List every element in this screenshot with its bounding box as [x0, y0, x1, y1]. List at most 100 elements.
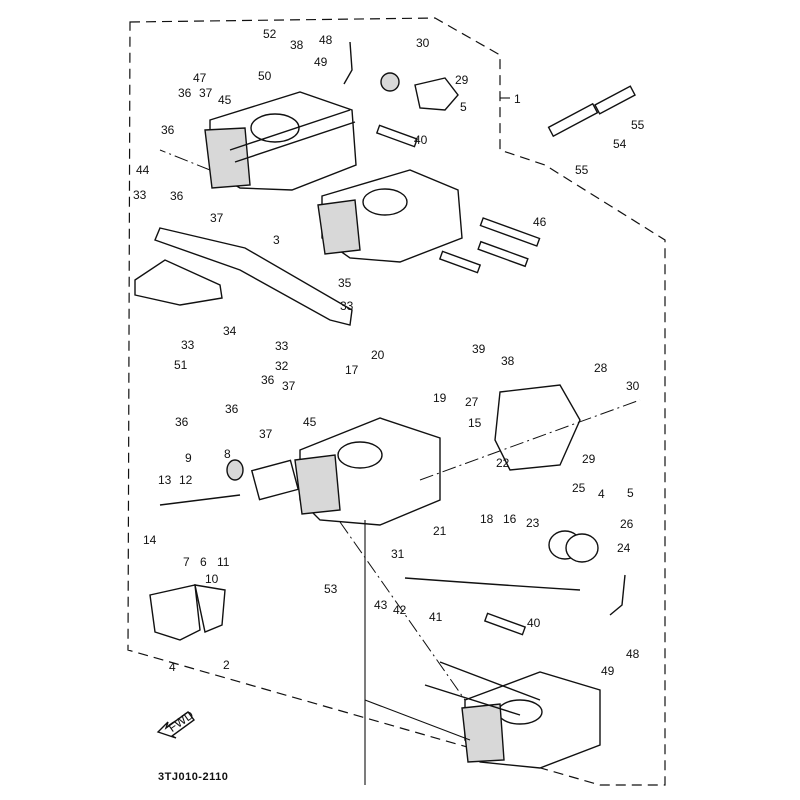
carburetor-upper-left — [204, 91, 357, 191]
callout-29: 29 — [455, 73, 469, 87]
callout-36: 36 — [161, 123, 175, 137]
callout-55: 55 — [631, 118, 645, 132]
pipe-46-a — [479, 217, 541, 247]
callout-36: 36 — [178, 86, 192, 100]
carburetor-upper-right — [317, 169, 463, 263]
callout-41: 41 — [429, 610, 443, 624]
callout-40: 40 — [414, 133, 428, 147]
callout-37: 37 — [259, 427, 273, 441]
callout-7: 7 — [183, 555, 190, 569]
callout-25: 25 — [572, 481, 586, 495]
callout-37: 37 — [210, 211, 224, 225]
callout-45: 45 — [303, 415, 317, 429]
callout-33: 33 — [133, 188, 147, 202]
callout-51: 51 — [174, 358, 188, 372]
callout-8: 8 — [224, 447, 231, 461]
carburetor-lower-right-cover — [494, 384, 581, 471]
callout-29: 29 — [582, 452, 596, 466]
callout-4: 4 — [598, 487, 605, 501]
align-line — [339, 521, 466, 701]
callout-42: 42 — [393, 603, 407, 617]
callout-37: 37 — [282, 379, 296, 393]
callout-5: 5 — [460, 100, 467, 114]
callout-11: 11 — [217, 555, 230, 569]
callout-15: 15 — [468, 416, 482, 430]
cover-29-upper — [414, 77, 459, 111]
callout-26: 26 — [620, 517, 634, 531]
callout-31: 31 — [391, 547, 405, 561]
callout-43: 43 — [374, 598, 388, 612]
callout-36: 36 — [261, 373, 275, 387]
callout-24: 24 — [617, 541, 631, 555]
callout-53: 53 — [324, 582, 338, 596]
callout-48: 48 — [626, 647, 640, 661]
callout-33: 33 — [275, 339, 289, 353]
callout-assembly: 1 — [514, 92, 521, 106]
callout-39: 39 — [472, 342, 486, 356]
align-line — [159, 149, 211, 171]
drawing-code: 3TJ010-2110 — [158, 771, 228, 783]
callout-32: 32 — [275, 359, 289, 373]
carburetor-bottom — [424, 661, 601, 769]
callout-48: 48 — [319, 33, 333, 47]
callout-47: 47 — [193, 71, 207, 85]
callout-34: 34 — [223, 324, 237, 338]
callout-36: 36 — [225, 402, 239, 416]
callout-17: 17 — [345, 363, 359, 377]
hose-54-a — [547, 102, 599, 138]
callout-38: 38 — [290, 38, 304, 52]
callout-30: 30 — [416, 36, 430, 50]
callout-22: 22 — [496, 456, 510, 470]
callout-20: 20 — [371, 348, 385, 362]
callout-44: 44 — [136, 163, 150, 177]
callout-2: 2 — [223, 658, 230, 672]
pipe-46-c — [438, 250, 482, 274]
callout-27: 27 — [465, 395, 479, 409]
callout-35: 35 — [338, 276, 352, 290]
hose-54-b — [594, 85, 636, 115]
linkage-plate — [134, 227, 353, 326]
callout-49: 49 — [601, 664, 615, 678]
hose-48-lower — [609, 574, 626, 616]
callout-6: 6 — [200, 555, 207, 569]
callout-9: 9 — [185, 451, 192, 465]
assembly-boundary-dashed — [127, 17, 666, 786]
callout-5: 5 — [627, 486, 634, 500]
pipe-40-upper — [375, 124, 419, 148]
callout-19: 19 — [433, 391, 447, 405]
callout-36: 36 — [175, 415, 189, 429]
hose-48-upper — [343, 41, 353, 85]
callout-14: 14 — [143, 533, 157, 547]
float-bowl — [149, 584, 226, 641]
callout-3: 3 — [273, 233, 280, 247]
align-line — [419, 399, 641, 481]
callout-13: 13 — [158, 473, 172, 487]
diaphragm-30-upper — [380, 72, 400, 92]
callout-28: 28 — [594, 361, 608, 375]
callout-12: 12 — [179, 473, 193, 487]
callout-45: 45 — [218, 93, 232, 107]
callout-33: 33 — [340, 299, 354, 313]
callout-36: 36 — [170, 189, 184, 203]
fwd-label: FWD — [166, 708, 197, 735]
carburetor-lower-left — [294, 417, 441, 526]
callout-16: 16 — [503, 512, 517, 526]
callout-49: 49 — [314, 55, 328, 69]
callout-38: 38 — [501, 354, 515, 368]
callout-4: 4 — [169, 660, 176, 674]
callout-18: 18 — [480, 512, 494, 526]
callout-23: 23 — [526, 516, 540, 530]
seal-9 — [226, 459, 244, 481]
callout-46: 46 — [533, 215, 547, 229]
callout-50: 50 — [258, 69, 272, 83]
callout-40: 40 — [527, 616, 541, 630]
screw-12 — [159, 494, 241, 506]
callout-55: 55 — [575, 163, 589, 177]
callout-37: 37 — [199, 86, 213, 100]
cap-24-b — [565, 533, 599, 563]
callout-52: 52 — [263, 27, 277, 41]
callout-33: 33 — [181, 338, 195, 352]
callout-54: 54 — [613, 137, 627, 151]
